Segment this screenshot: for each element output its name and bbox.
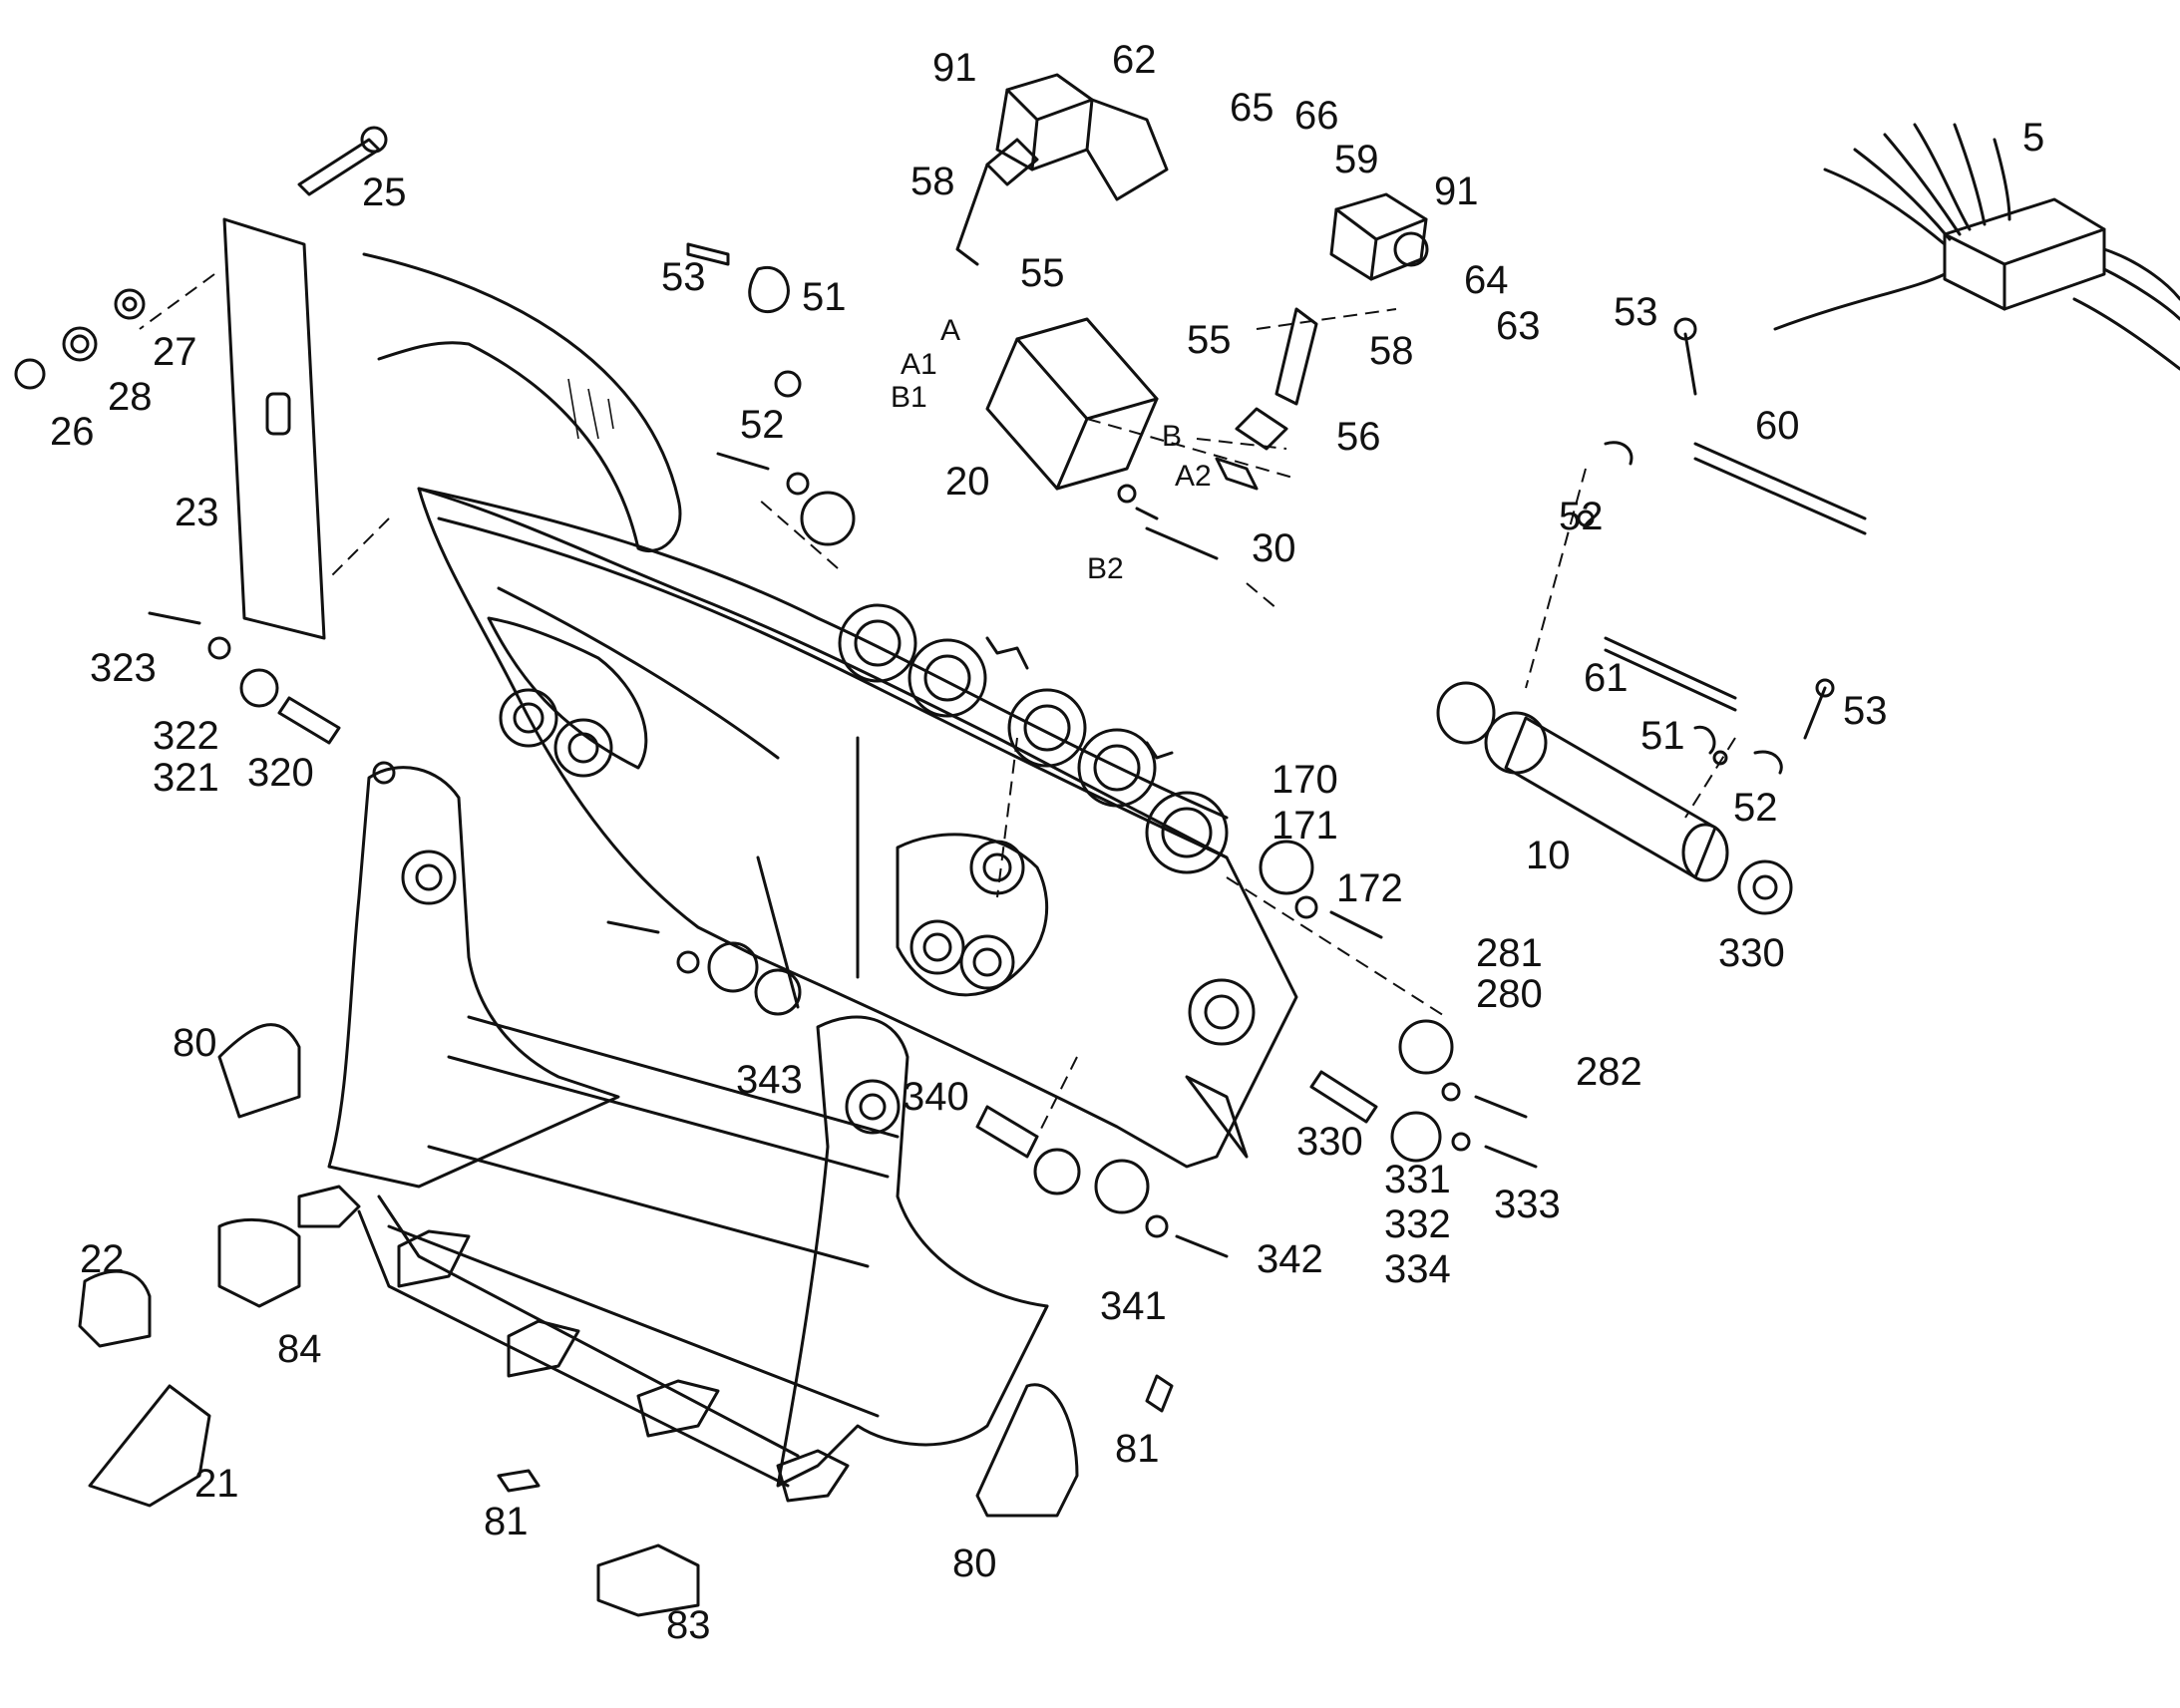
part-label-340: 340 <box>903 1075 969 1119</box>
part-label-80: 80 <box>173 1021 217 1065</box>
part-label-61: 61 <box>1584 656 1629 700</box>
part-label-65: 65 <box>1230 86 1274 130</box>
hoses <box>1604 442 1867 712</box>
part-label-342: 342 <box>1257 1237 1323 1281</box>
part-label-171: 171 <box>1272 804 1338 848</box>
part-label-281: 281 <box>1476 931 1543 975</box>
part-label-28: 28 <box>108 375 153 419</box>
part-label-27: 27 <box>153 330 197 374</box>
part-label-322: 322 <box>153 714 219 758</box>
part-label-30: 30 <box>1252 526 1296 570</box>
part-label-66: 66 <box>1294 94 1339 138</box>
part-label-330: 330 <box>1718 931 1785 975</box>
part-label-333: 333 <box>1494 1183 1561 1226</box>
part-label-56: 56 <box>1336 415 1381 459</box>
part-label-23: 23 <box>175 491 219 534</box>
push-frame <box>327 766 1049 1488</box>
assembly-lines <box>139 273 1736 1158</box>
part-label-91-right: 91 <box>1434 170 1479 213</box>
cover-plate <box>222 217 326 640</box>
part-label-84: 84 <box>277 1327 322 1371</box>
part-label-332: 332 <box>1384 1202 1451 1246</box>
part-label-53-right: 53 <box>1614 290 1658 334</box>
fasteners <box>14 126 1835 1258</box>
part-label-323: 323 <box>90 646 157 690</box>
part-label-51: 51 <box>802 275 847 319</box>
port-label-b2: B2 <box>1087 552 1124 585</box>
part-label-81-lower: 81 <box>484 1500 529 1543</box>
part-label-170: 170 <box>1272 758 1338 802</box>
part-label-58: 58 <box>910 160 955 203</box>
part-label-52-lower: 52 <box>1733 786 1778 830</box>
part-label-10: 10 <box>1526 834 1571 877</box>
part-label-53: 53 <box>661 255 706 299</box>
part-label-25: 25 <box>362 171 407 214</box>
part-label-334: 334 <box>1384 1247 1451 1291</box>
manifold-block <box>1773 123 2180 371</box>
part-label-330-lower: 330 <box>1296 1120 1363 1164</box>
port-label-b1: B1 <box>891 381 927 414</box>
part-label-321: 321 <box>153 756 219 800</box>
port-label-a1: A1 <box>901 348 937 381</box>
part-label-64: 64 <box>1464 258 1509 302</box>
ripper-teeth <box>297 1185 850 1503</box>
port-label-b: B <box>1162 420 1183 453</box>
part-label-331: 331 <box>1384 1158 1451 1201</box>
part-label-172: 172 <box>1336 866 1403 910</box>
part-label-21: 21 <box>194 1462 239 1506</box>
part-label-91: 91 <box>932 46 977 90</box>
port-label-a2: A2 <box>1175 460 1212 493</box>
part-label-58-right: 58 <box>1369 329 1414 373</box>
part-label-81: 81 <box>1115 1427 1160 1471</box>
hydraulic-cylinder <box>1436 681 1793 915</box>
blade-body <box>417 487 1298 1169</box>
part-label-280: 280 <box>1476 972 1543 1016</box>
part-label-60: 60 <box>1755 404 1800 448</box>
part-label-59: 59 <box>1334 138 1379 181</box>
part-label-26: 26 <box>50 410 95 454</box>
part-label-51-lower: 51 <box>1640 714 1685 758</box>
part-label-80-lower: 80 <box>952 1541 997 1585</box>
part-label-5: 5 <box>2022 116 2045 160</box>
part-label-343: 343 <box>736 1058 803 1102</box>
cutting-parts <box>78 1023 1174 1617</box>
part-label-22: 22 <box>80 1237 125 1281</box>
part-label-83: 83 <box>666 1603 711 1647</box>
blade-arc <box>362 252 682 552</box>
part-label-55: 55 <box>1020 251 1065 295</box>
part-label-62: 62 <box>1112 38 1157 82</box>
part-label-320: 320 <box>247 751 314 795</box>
part-label-63: 63 <box>1496 304 1541 348</box>
part-label-341: 341 <box>1100 1284 1167 1328</box>
part-label-52: 52 <box>740 403 785 447</box>
port-label-a: A <box>940 314 961 347</box>
valve-assembly <box>955 73 1429 491</box>
part-label-53-lower: 53 <box>1843 689 1888 733</box>
part-label-282: 282 <box>1576 1050 1642 1094</box>
part-label-20: 20 <box>945 460 990 504</box>
part-label-52-right: 52 <box>1559 495 1604 538</box>
part-label-55-right: 55 <box>1187 318 1232 362</box>
